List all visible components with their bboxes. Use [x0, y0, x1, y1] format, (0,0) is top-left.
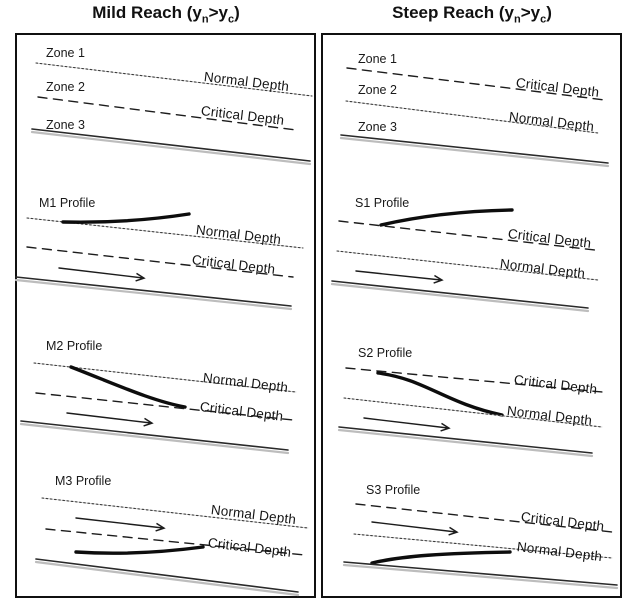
- steep-reach-title: Steep Reach (yn>yc): [321, 3, 623, 25]
- m1-critical-depth-line: [26, 246, 294, 278]
- steep-title-mid: >y: [520, 3, 541, 22]
- m3-normal-depth-line: [41, 497, 309, 529]
- mild-zones-critical-depth-line: [37, 96, 297, 131]
- mild-title-end: ): [234, 3, 240, 22]
- s3-channel-bed-line: [343, 561, 618, 586]
- mild-zone1-label: Zone 1: [46, 46, 85, 60]
- mild-zones-bed-shadow: [30, 130, 312, 166]
- mild-zones-normal-depth-line: [35, 62, 313, 97]
- m3-profile-label: M3 Profile: [55, 474, 112, 488]
- m1-profile-curve: [61, 212, 191, 224]
- steep-title-sub-c: c: [540, 13, 547, 26]
- steep-title-sub-n: n: [513, 13, 521, 26]
- m2-critical-depth-line: [35, 392, 294, 421]
- steep-zones-bed-shadow: [339, 136, 610, 168]
- m3-flow-arrow: [75, 517, 166, 532]
- s1-profile-label: S1 Profile: [355, 196, 410, 210]
- steep-title-text: Steep Reach (y: [392, 3, 514, 22]
- s3-normal-depth-line: [353, 533, 613, 559]
- m3-critical-depth-line: [45, 528, 306, 556]
- steep-zone2-label: Zone 2: [358, 83, 397, 97]
- s1-channel-bed-line: [331, 280, 589, 309]
- m2-bed-shadow: [19, 422, 290, 455]
- s1-profile-curve: [379, 208, 514, 227]
- s3-profile-label: S3 Profile: [366, 483, 421, 497]
- steep-zone1-label: Zone 1: [358, 52, 397, 66]
- s2-normal-depth-line: [343, 397, 603, 428]
- steep-title-end: ): [546, 3, 552, 22]
- mild-title-text: Mild Reach (y: [92, 3, 202, 22]
- m3-channel-bed-line: [35, 558, 299, 593]
- m1-channel-bed-line: [15, 276, 292, 307]
- s3-flow-arrow: [371, 521, 459, 536]
- m3-bed-shadow: [34, 560, 300, 597]
- s3-bed-shadow: [342, 563, 619, 590]
- mild-zones-channel-bed-line: [31, 128, 311, 162]
- s2-bed-shadow: [337, 428, 594, 458]
- s2-profile-curve: [376, 371, 504, 417]
- mild-title-mid: >y: [208, 3, 228, 22]
- mild-reach-panel: [15, 33, 316, 598]
- m2-flow-arrow: [66, 412, 154, 427]
- s1-flow-arrow: [355, 270, 444, 284]
- mild-zone2-label: Zone 2: [46, 80, 85, 94]
- m3-profile-curve: [74, 545, 205, 555]
- m2-profile-label: M2 Profile: [46, 339, 103, 353]
- m1-bed-shadow: [14, 278, 293, 311]
- s2-flow-arrow: [363, 417, 451, 432]
- s1-critical-depth-line: [338, 220, 596, 251]
- m2-channel-bed-line: [20, 420, 289, 451]
- mild-title-sub-c: c: [227, 13, 235, 26]
- m2-profile-curve: [69, 365, 187, 409]
- s2-critical-depth-line: [345, 367, 603, 393]
- steep-reach-panel: [321, 33, 622, 598]
- s2-profile-label: S2 Profile: [358, 346, 413, 360]
- mild-zone3-label: Zone 3: [46, 118, 85, 132]
- steep-zones-channel-bed-line: [340, 134, 609, 164]
- s1-bed-shadow: [330, 282, 590, 313]
- s3-critical-depth-line: [355, 503, 613, 533]
- m1-flow-arrow: [58, 267, 146, 282]
- s3-profile-curve: [370, 550, 512, 565]
- s2-channel-bed-line: [338, 426, 593, 454]
- mild-reach-title: Mild Reach (yn>yc): [15, 3, 317, 25]
- steep-zones-normal-depth-line: [345, 100, 599, 134]
- steep-zone3-label: Zone 3: [358, 120, 397, 134]
- steep-zones-critical-depth-line: [346, 67, 606, 101]
- mild-title-sub-n: n: [201, 13, 209, 26]
- m1-profile-label: M1 Profile: [39, 196, 96, 210]
- s1-normal-depth-line: [336, 250, 599, 281]
